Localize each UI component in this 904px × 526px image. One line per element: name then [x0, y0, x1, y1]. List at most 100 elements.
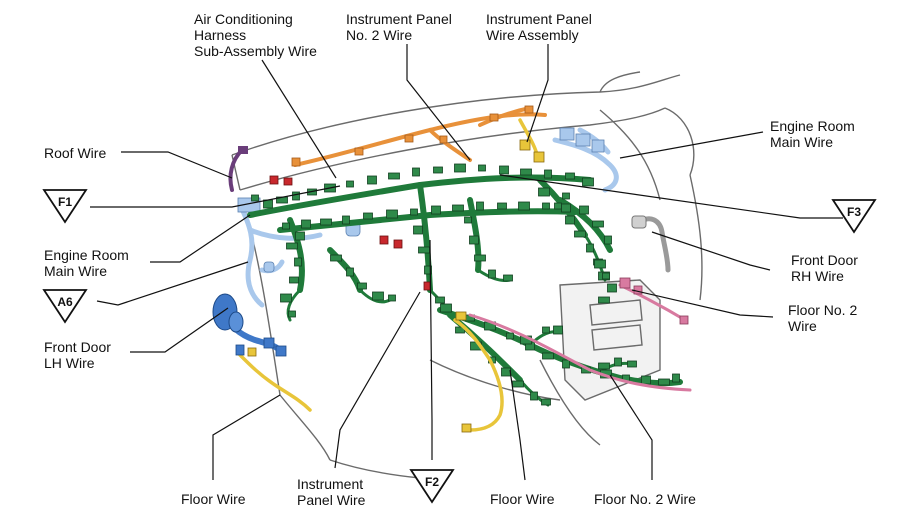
- harness-connector: [469, 235, 479, 245]
- leader-lines: [90, 44, 843, 481]
- harness-connector: [431, 205, 441, 215]
- harness-connector: [542, 202, 550, 210]
- harness-connector: [478, 164, 486, 172]
- harness-connector: [530, 391, 538, 401]
- harness-connector: [561, 203, 571, 213]
- harness-connector: [562, 359, 570, 369]
- harness-connector: [418, 246, 430, 254]
- label-engine-room-main-left: Engine Room Main Wire: [44, 247, 129, 279]
- harness-connector: [541, 398, 551, 406]
- harness-connector: [497, 202, 507, 210]
- marker-a6-label: A6: [57, 295, 73, 309]
- harness-connector: [604, 235, 612, 245]
- harness-connector: [424, 265, 432, 275]
- harness-connector: [562, 192, 570, 200]
- engine-room-connectors-left: [237, 197, 361, 273]
- harness-connector: [641, 375, 651, 385]
- marker-f3-triangle: [831, 199, 877, 234]
- harness-connector: [440, 303, 452, 313]
- harness-connector: [518, 201, 530, 211]
- label-floor-no2-right: Floor No. 2 Wire: [788, 302, 858, 334]
- harness-connector: [286, 242, 298, 250]
- harness-connector: [386, 209, 398, 219]
- marker-f1-label: F1: [58, 195, 72, 209]
- harness-connector: [602, 272, 610, 280]
- marker-f2-label: F2: [425, 475, 439, 489]
- harness-connector: [342, 215, 350, 225]
- harness-connector: [579, 205, 589, 215]
- marker-f2-triangle: [409, 469, 455, 504]
- marker-f2: F2: [409, 469, 455, 504]
- harness-connector: [565, 215, 575, 225]
- ac-connectors: [291, 105, 534, 167]
- harness-connector: [288, 310, 296, 318]
- harness-connector: [520, 168, 532, 176]
- harness-connector: [410, 208, 418, 216]
- harness-connector: [503, 274, 513, 282]
- label-engine-room-main-right: Engine Room Main Wire: [770, 118, 855, 150]
- marker-f1-triangle: [42, 189, 88, 224]
- ac-harness-wire: [293, 106, 547, 167]
- harness-connector: [280, 293, 292, 303]
- harness-connector: [455, 326, 465, 334]
- harness-connector: [433, 166, 443, 174]
- harness-connector: [542, 326, 550, 334]
- harness-connector: [372, 291, 384, 301]
- harness-connector: [614, 357, 622, 367]
- harness-connector: [357, 282, 367, 290]
- harness-connector: [544, 169, 552, 179]
- label-floor-no2-bottom: Floor No. 2 Wire: [594, 491, 696, 507]
- harness-connector: [388, 294, 396, 302]
- marker-a6: A6: [42, 289, 88, 324]
- harness-connector: [301, 219, 311, 229]
- harness-connector: [363, 212, 373, 220]
- harness-connector: [594, 259, 606, 269]
- roof-wire-connector: [238, 146, 248, 154]
- harness-connector: [574, 230, 586, 238]
- harness-connector: [294, 257, 302, 267]
- harness-connector: [454, 163, 466, 173]
- blue-connectors: [235, 337, 287, 357]
- harness-connector: [672, 373, 680, 383]
- harness-connector: [592, 220, 604, 228]
- harness-connector: [413, 225, 423, 235]
- harness-connector: [538, 187, 550, 197]
- harness-connector: [464, 216, 472, 224]
- harness-connector: [499, 165, 509, 175]
- harness-connector: [542, 352, 554, 360]
- marker-f3: F3: [831, 199, 877, 234]
- harness-connector: [289, 276, 299, 284]
- harness-connector: [367, 175, 377, 185]
- front-door-rh-grommet: [631, 215, 647, 229]
- harness-connector: [554, 202, 562, 210]
- harness-connector: [388, 172, 400, 180]
- harness-connector: [251, 194, 259, 202]
- harness-connector: [565, 172, 575, 180]
- harness-connector: [506, 332, 514, 340]
- front-door-rh-loom: [637, 216, 671, 273]
- harness-connector: [292, 191, 300, 201]
- harness-connector: [501, 367, 511, 377]
- label-front-door-lh: Front Door LH Wire: [44, 339, 111, 371]
- harness-connector: [435, 296, 445, 304]
- red-connectors: [269, 175, 431, 291]
- harness-connector: [488, 269, 496, 279]
- harness-connector: [330, 254, 342, 262]
- harness-connector: [282, 222, 290, 230]
- harness-connector: [586, 243, 594, 253]
- harness-connector: [452, 204, 464, 212]
- yellow-connectors: [247, 139, 545, 433]
- harness-connector: [598, 296, 610, 304]
- harness-connector: [474, 254, 486, 262]
- harness-connector: [582, 177, 594, 187]
- harness-connectors: [251, 163, 680, 406]
- harness-connector: [320, 218, 332, 226]
- harness-connector: [346, 267, 354, 277]
- label-front-door-rh: Front Door RH Wire: [791, 252, 858, 284]
- harness-connector: [658, 378, 670, 386]
- label-roof-wire: Roof Wire: [44, 145, 107, 161]
- harness-connector: [598, 362, 610, 370]
- harness-connector: [412, 167, 420, 177]
- label-ip-no2-wire: Instrument Panel No. 2 Wire: [346, 11, 452, 43]
